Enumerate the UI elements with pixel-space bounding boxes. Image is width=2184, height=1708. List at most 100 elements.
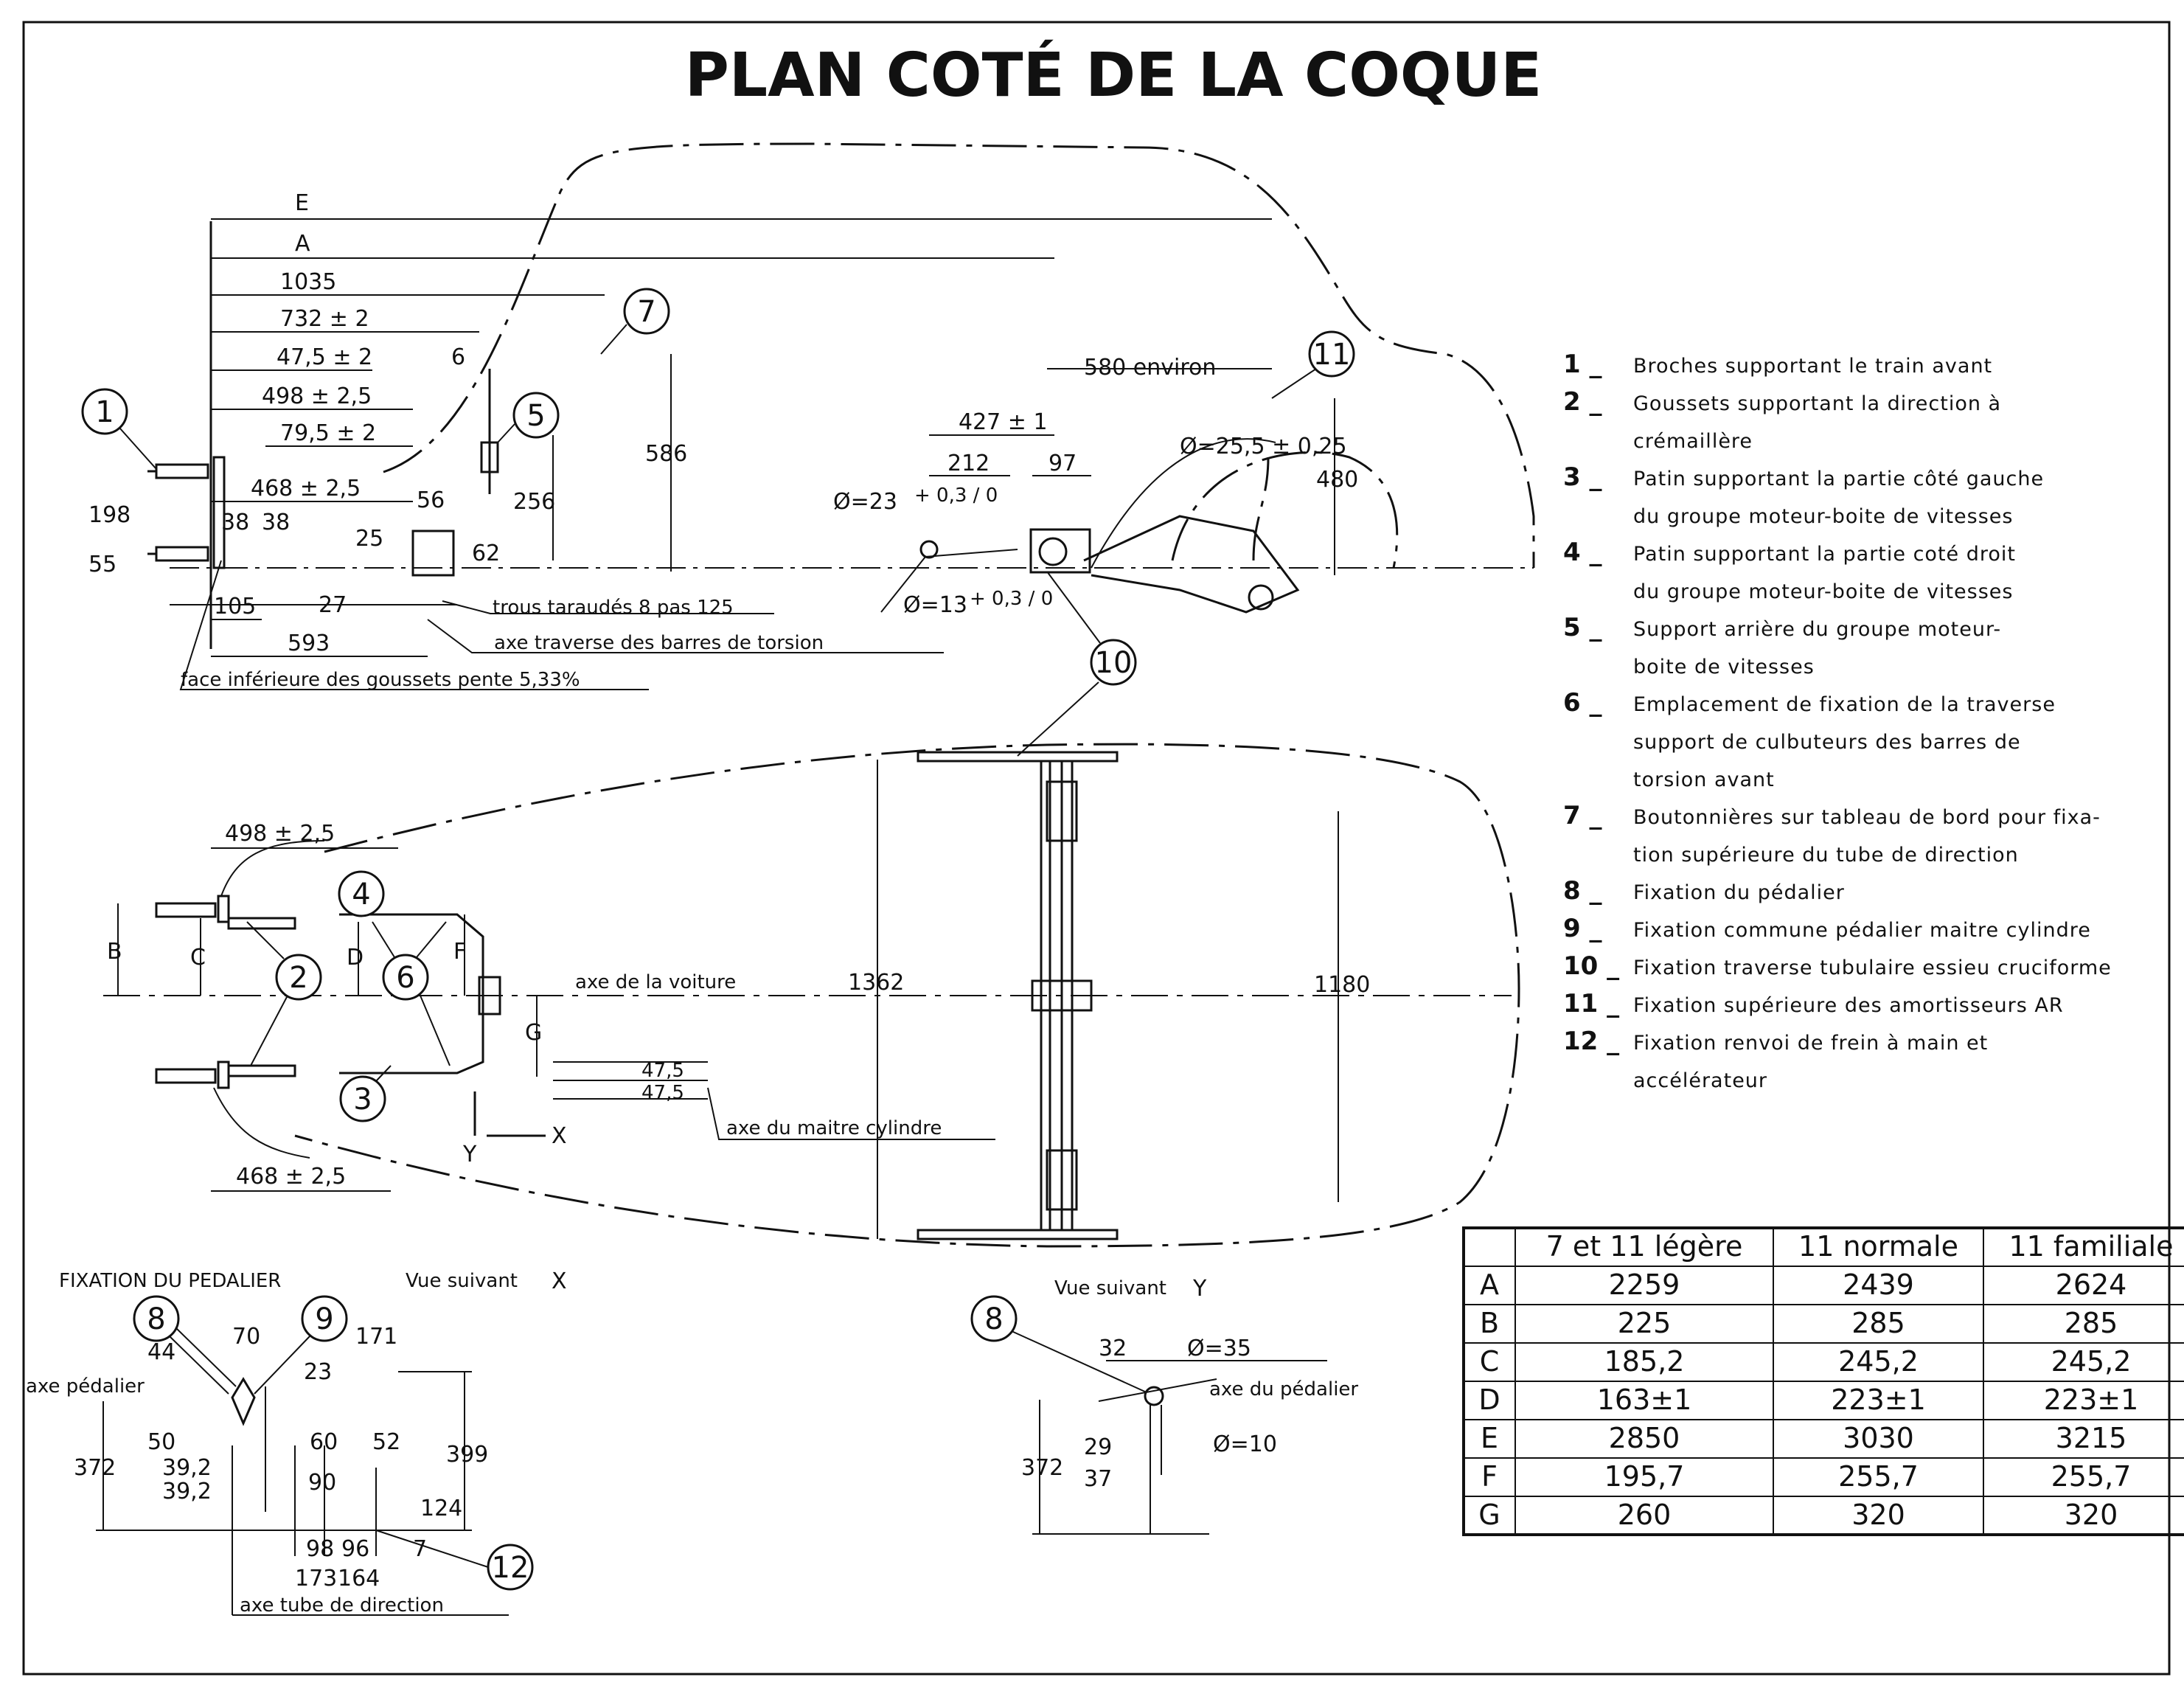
table-cell: 255,7: [2051, 1460, 2132, 1493]
legend-number: 11 _: [1563, 989, 1619, 1018]
dim-47-5: 47,5 ± 2: [277, 344, 372, 370]
letter-F: F: [453, 939, 466, 965]
svg-text:96: 96: [341, 1536, 369, 1562]
svg-text:4: 4: [352, 878, 370, 912]
svg-text:44: 44: [147, 1339, 175, 1365]
table-cell: 320: [1851, 1499, 1905, 1531]
label-X: X: [552, 1123, 567, 1149]
letter-C: C: [190, 945, 206, 971]
table-cell: 185,2: [1604, 1345, 1685, 1378]
svg-text:39,2: 39,2: [162, 1479, 212, 1504]
view-y-letter: Y: [1192, 1276, 1207, 1302]
table-cell: 2259: [1609, 1268, 1680, 1301]
letter-A: A: [295, 231, 310, 257]
pedalier-view-letter: X: [552, 1268, 567, 1294]
dim-10-y: Ø=10: [1213, 1431, 1277, 1457]
dim-256: 256: [513, 489, 555, 515]
dia-13: Ø=13: [903, 592, 967, 618]
svg-text:6: 6: [396, 961, 414, 995]
svg-text:9: 9: [315, 1302, 333, 1336]
table-cell: 223±1: [2044, 1384, 2139, 1416]
dim-498: 498 ± 2,5: [262, 383, 372, 409]
letter-G: G: [525, 1020, 542, 1046]
dim-372-y: 372: [1021, 1455, 1063, 1481]
legend-item-11: 11 _ Fixation supérieure des amortisseurs…: [1563, 989, 2064, 1018]
axe-pedalier-label: axe pédalier: [26, 1375, 145, 1398]
table-header-cell: 7 et 11 légère: [1546, 1230, 1743, 1263]
dim-1362: 1362: [848, 970, 904, 996]
dim-79-5: 79,5 ± 2: [280, 420, 376, 446]
drawing-title: PLAN COTÉ DE LA COQUE: [685, 40, 1542, 111]
bubble-6: 6: [372, 921, 451, 1066]
pedalier-view: Vue suivant: [406, 1270, 518, 1292]
table-cell: 225: [1618, 1307, 1672, 1339]
legend-text: Fixation traverse tubulaire essieu cruci…: [1633, 957, 2112, 979]
table-cell: 260: [1618, 1499, 1672, 1531]
legend-number: 3 _: [1563, 462, 1602, 492]
dim-1035: 1035: [280, 269, 336, 295]
legend-text: accélérateur: [1633, 1069, 1767, 1092]
dim-732: 732 ± 2: [280, 306, 369, 332]
legend-text: Fixation supérieure des amortisseurs AR: [1633, 994, 2064, 1017]
dim-580: 580 environ: [1084, 355, 1216, 381]
dim-212: 212: [947, 451, 990, 476]
legend-text: du groupe moteur-boite de vitesses: [1633, 505, 2013, 528]
legend-text: crémaillère: [1633, 430, 1753, 453]
dim-6: 6: [451, 344, 465, 370]
legend-text: du groupe moteur-boite de vitesses: [1633, 580, 2013, 603]
dim-56: 56: [417, 487, 445, 513]
transverse-tube: [917, 751, 1119, 1240]
legend-item-1: 1 _Broches supportant le train avant: [1563, 350, 1992, 379]
bubble-12-pedalier: 12: [375, 1530, 534, 1591]
dia-23-tol: + 0,3 / 0: [914, 485, 998, 507]
bubble-3: 3: [339, 1065, 392, 1122]
dim-480: 480: [1316, 467, 1358, 493]
svg-text:12: 12: [492, 1551, 529, 1585]
label-Y: Y: [462, 1142, 477, 1167]
dim-55: 55: [88, 552, 116, 577]
letter-B: B: [107, 939, 122, 965]
legend-item-10: 10 _Fixation traverse tubulaire essieu c…: [1563, 951, 2112, 981]
table-cell: D: [1478, 1384, 1500, 1416]
legend-text: Boutonnières sur tableau de bord pour fi…: [1633, 806, 2101, 829]
note-trous: trous taraudés 8 pas 125: [493, 597, 734, 619]
svg-text:171: 171: [355, 1324, 397, 1350]
leader-axe: [427, 619, 944, 653]
svg-text:10: 10: [1095, 646, 1133, 680]
svg-text:8: 8: [147, 1302, 165, 1336]
axis-maitre-label: axe du maitre cylindre: [726, 1117, 942, 1139]
table-header-cell: 11 familiale: [2009, 1230, 2173, 1263]
bubble-7: 7: [600, 288, 670, 355]
letter-D: D: [347, 945, 364, 971]
bubble-4: 4: [338, 870, 385, 917]
svg-text:5: 5: [526, 399, 545, 433]
legend-number: 6 _: [1563, 688, 1602, 718]
dim-1180: 1180: [1314, 972, 1370, 998]
view-y-title: Vue suivant: [1054, 1277, 1166, 1299]
legend-item-7: 7 _Boutonnières sur tableau de bord pour…: [1563, 801, 2101, 867]
svg-text:90: 90: [308, 1470, 336, 1496]
pedal-bracket: [231, 1377, 256, 1426]
legend-number: 4 _: [1563, 538, 1602, 567]
legend-number: 2 _: [1563, 387, 1602, 417]
tube-section: [1038, 537, 1068, 566]
legend-text: boite de vitesses: [1633, 656, 1815, 678]
dim-468-plan: 468 ± 2,5: [236, 1164, 346, 1190]
svg-text:2: 2: [289, 961, 307, 995]
legend-item-6: 6 _ Emplacement de fixation de la travers…: [1563, 688, 2056, 791]
svg-text:164: 164: [338, 1566, 380, 1591]
svg-text:23: 23: [304, 1359, 332, 1385]
svg-text:98: 98: [306, 1536, 334, 1562]
dia-23: Ø=23: [833, 489, 897, 515]
dim-198: 198: [88, 502, 131, 528]
pedalier-dims: 44 70 171 23 50 60 52 372 39,2 39,2 90 3…: [74, 1324, 488, 1591]
legend-number: 8 _: [1563, 876, 1602, 906]
legend-number: 5 _: [1563, 613, 1602, 642]
bubble-1: 1: [81, 388, 157, 470]
drawing-frame: [22, 21, 2171, 1676]
legend-text: Emplacement de fixation de la traverse: [1633, 693, 2056, 716]
